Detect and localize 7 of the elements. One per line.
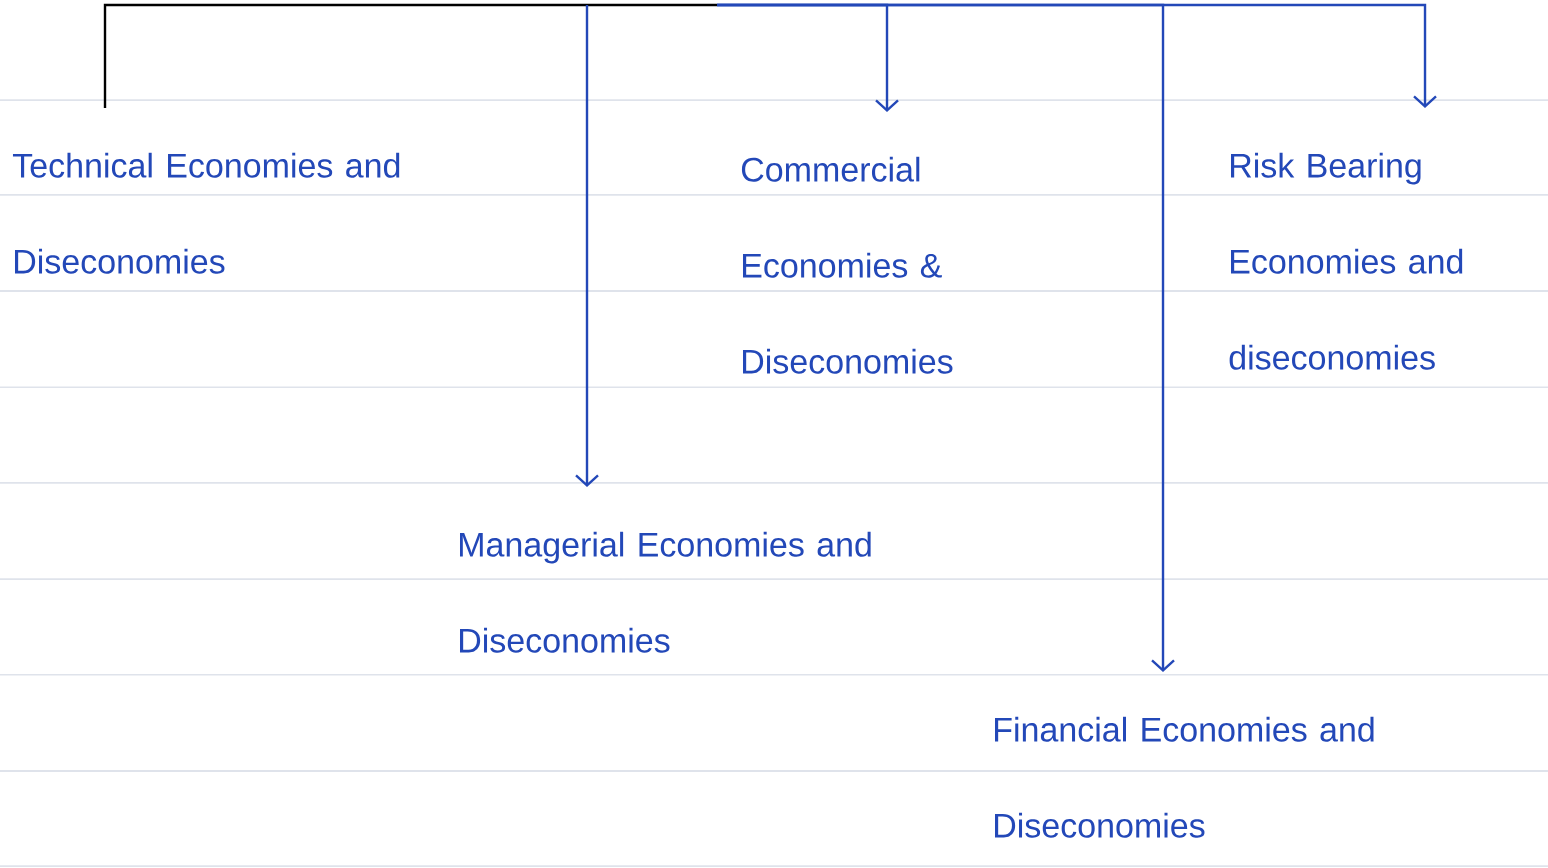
category-label: Risk Bearing Economies and diseconomies bbox=[1229, 152, 1463, 370]
category-label: Commercial Economies & Diseconomies bbox=[741, 156, 953, 374]
category-label: Managerial Economies and Diseconomies bbox=[460, 531, 871, 653]
arrow bbox=[717, 3, 1175, 672]
category-label: Technical Economies and Diseconomies bbox=[12, 152, 400, 274]
arrow bbox=[575, 5, 599, 487]
category-label: Financial Economies and Diseconomies bbox=[995, 716, 1374, 838]
